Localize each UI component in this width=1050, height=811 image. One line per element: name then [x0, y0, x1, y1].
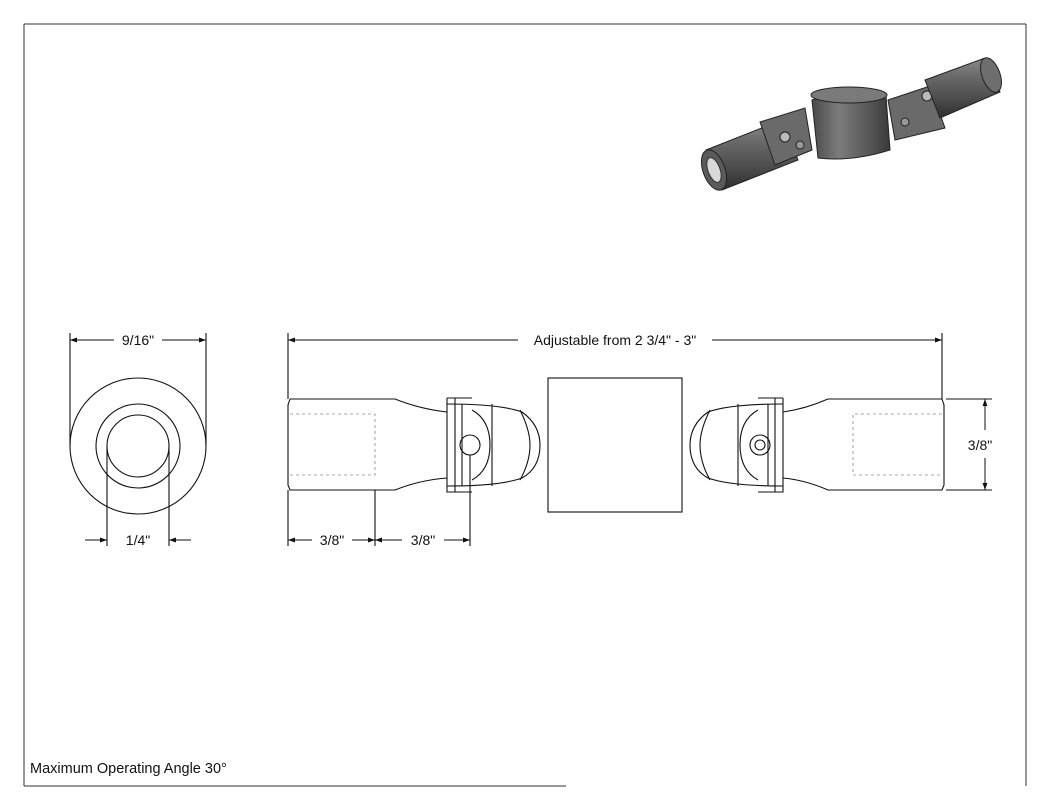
side-view — [287, 333, 992, 546]
socket-depth-label: 3/8" — [320, 532, 344, 548]
overall-length-label: Adjustable from 2 3/4" - 3" — [534, 332, 696, 348]
sheet-border — [23, 23, 1027, 787]
socket-to-pin-label: 3/8" — [411, 532, 435, 548]
end-view — [69, 333, 207, 546]
outer-diameter-label: 9/16" — [122, 332, 154, 348]
bore-diameter-label: 1/4" — [126, 532, 150, 548]
operating-angle-note: Maximum Operating Angle 30° — [30, 761, 227, 777]
isometric-render — [700, 57, 1002, 191]
height-label: 3/8" — [968, 437, 992, 453]
